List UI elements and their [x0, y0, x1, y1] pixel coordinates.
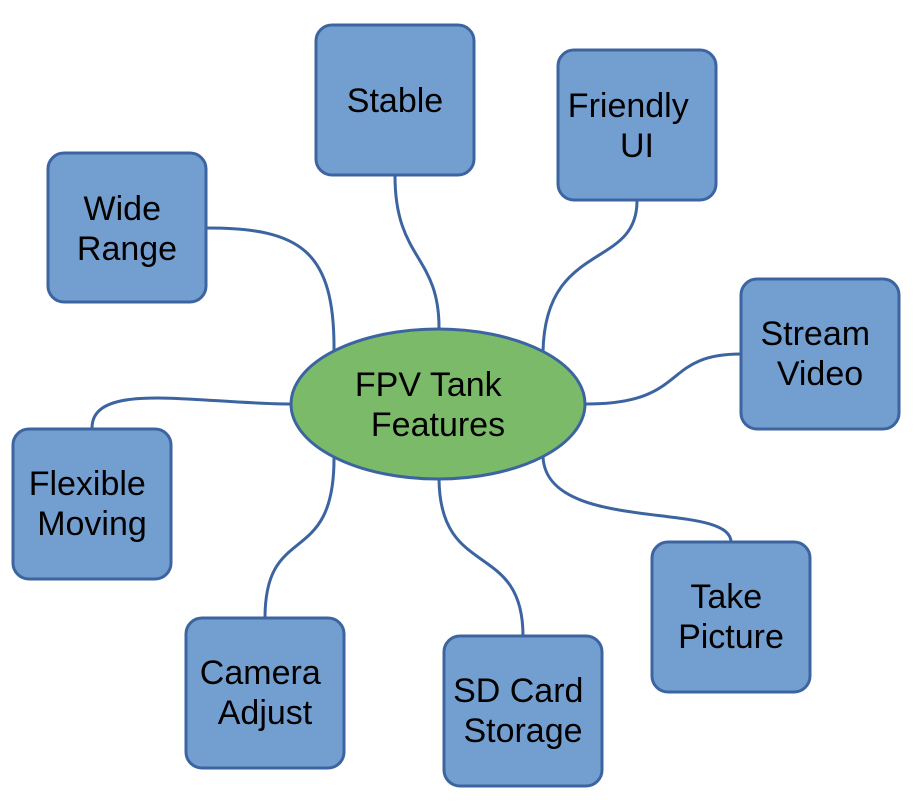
connector-flexible-moving [90, 396, 292, 429]
svg-text:Friendly UI: Friendly UI [568, 87, 698, 165]
node-camera-adjust: Camera Adjust [184, 616, 346, 770]
svg-text:SD Card Storage: SD Card Storage [453, 672, 593, 750]
svg-text:FPV Tank Features: FPV Tank Features [355, 366, 511, 444]
connectors [90, 175, 742, 637]
svg-text:Flexible Moving: Flexible Moving [29, 465, 156, 543]
connector-take-picture [541, 455, 733, 543]
svg-text:Stable: Stable [347, 82, 443, 120]
connector-stream-video [585, 352, 742, 406]
connector-stable [393, 175, 441, 331]
node-stream-video: Stream Video [739, 277, 901, 431]
center-node: FPV Tank Features [289, 327, 587, 481]
connector-friendly-ui [541, 200, 639, 353]
node-stable: Stable [314, 23, 476, 177]
svg-text:Stream Video: Stream Video [760, 315, 879, 393]
svg-text:Camera Adjust: Camera Adjust [200, 654, 330, 732]
svg-text:Take Picture: Take Picture [678, 578, 784, 656]
connector-camera-adjust [263, 455, 336, 619]
connector-sd-card-storage [437, 478, 525, 637]
node-sd-card-storage: SD Card Storage [442, 634, 604, 788]
svg-text:Wide Range: Wide Range [77, 190, 177, 268]
node-wide-range: Wide Range [46, 151, 208, 304]
node-take-picture: Take Picture [650, 540, 812, 694]
node-flexible-moving: Flexible Moving [11, 427, 173, 581]
connector-wide-range [206, 226, 336, 353]
node-friendly-ui: Friendly UI [556, 48, 718, 202]
